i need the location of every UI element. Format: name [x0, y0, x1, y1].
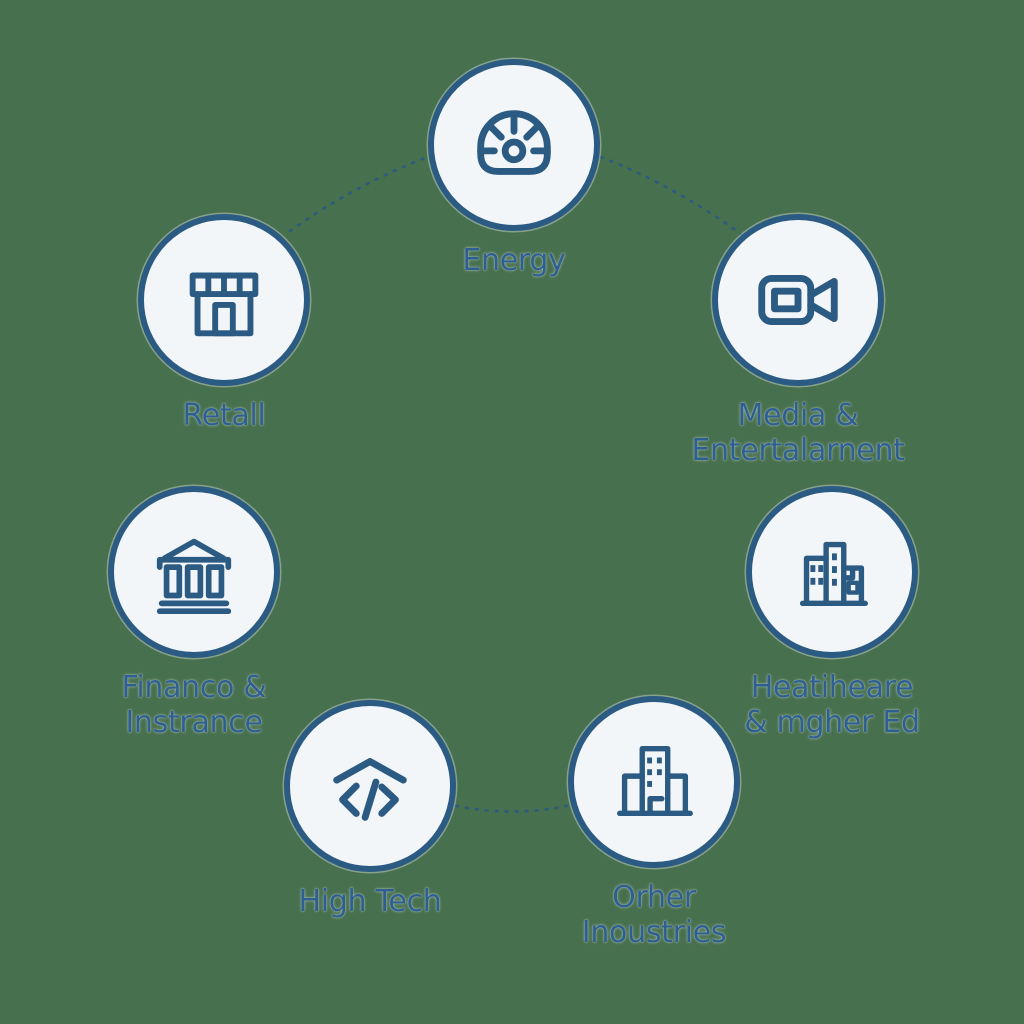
- node-label-retail: Retall: [182, 398, 266, 433]
- node-label-energy: Energy: [462, 243, 566, 278]
- storefront-icon: [189, 272, 259, 337]
- node-other-industries: Orher Inoustries: [524, 696, 784, 951]
- bank-icon: [156, 538, 232, 615]
- healthcare-circle: [746, 486, 918, 658]
- node-finance-insurance: Financo & Instrance: [64, 486, 324, 741]
- video-camera-icon: [758, 275, 838, 325]
- node-energy: Energy: [384, 59, 644, 279]
- node-high-tech: High Tech: [240, 700, 500, 920]
- node-healthcare-higher-ed: Heatiheare & mgher Ed: [702, 486, 962, 741]
- energy-circle: [428, 59, 600, 231]
- connector-hightech-other: [454, 804, 569, 813]
- node-label-finance: Financo & Instrance: [121, 670, 267, 740]
- high-tech-circle: [284, 700, 456, 872]
- retail-circle: [138, 214, 310, 386]
- code-icon: [333, 758, 407, 821]
- other-industries-circle: [568, 696, 740, 868]
- office-building-icon: [617, 745, 693, 817]
- media-circle: [712, 214, 884, 386]
- node-media-entertainment: Media & Entertalarnent: [668, 214, 928, 469]
- finance-circle: [108, 486, 280, 658]
- node-label-media: Media & Entertalarnent: [691, 398, 905, 468]
- city-buildings-icon: [799, 541, 869, 607]
- connector-energy-media: [599, 155, 743, 236]
- node-label-other-industries: Orher Inoustries: [581, 880, 727, 950]
- gauge-icon: [477, 110, 551, 175]
- node-retail: Retall: [94, 214, 354, 434]
- node-label-healthcare: Heatiheare & mgher Ed: [744, 670, 920, 740]
- node-label-high-tech: High Tech: [298, 884, 442, 919]
